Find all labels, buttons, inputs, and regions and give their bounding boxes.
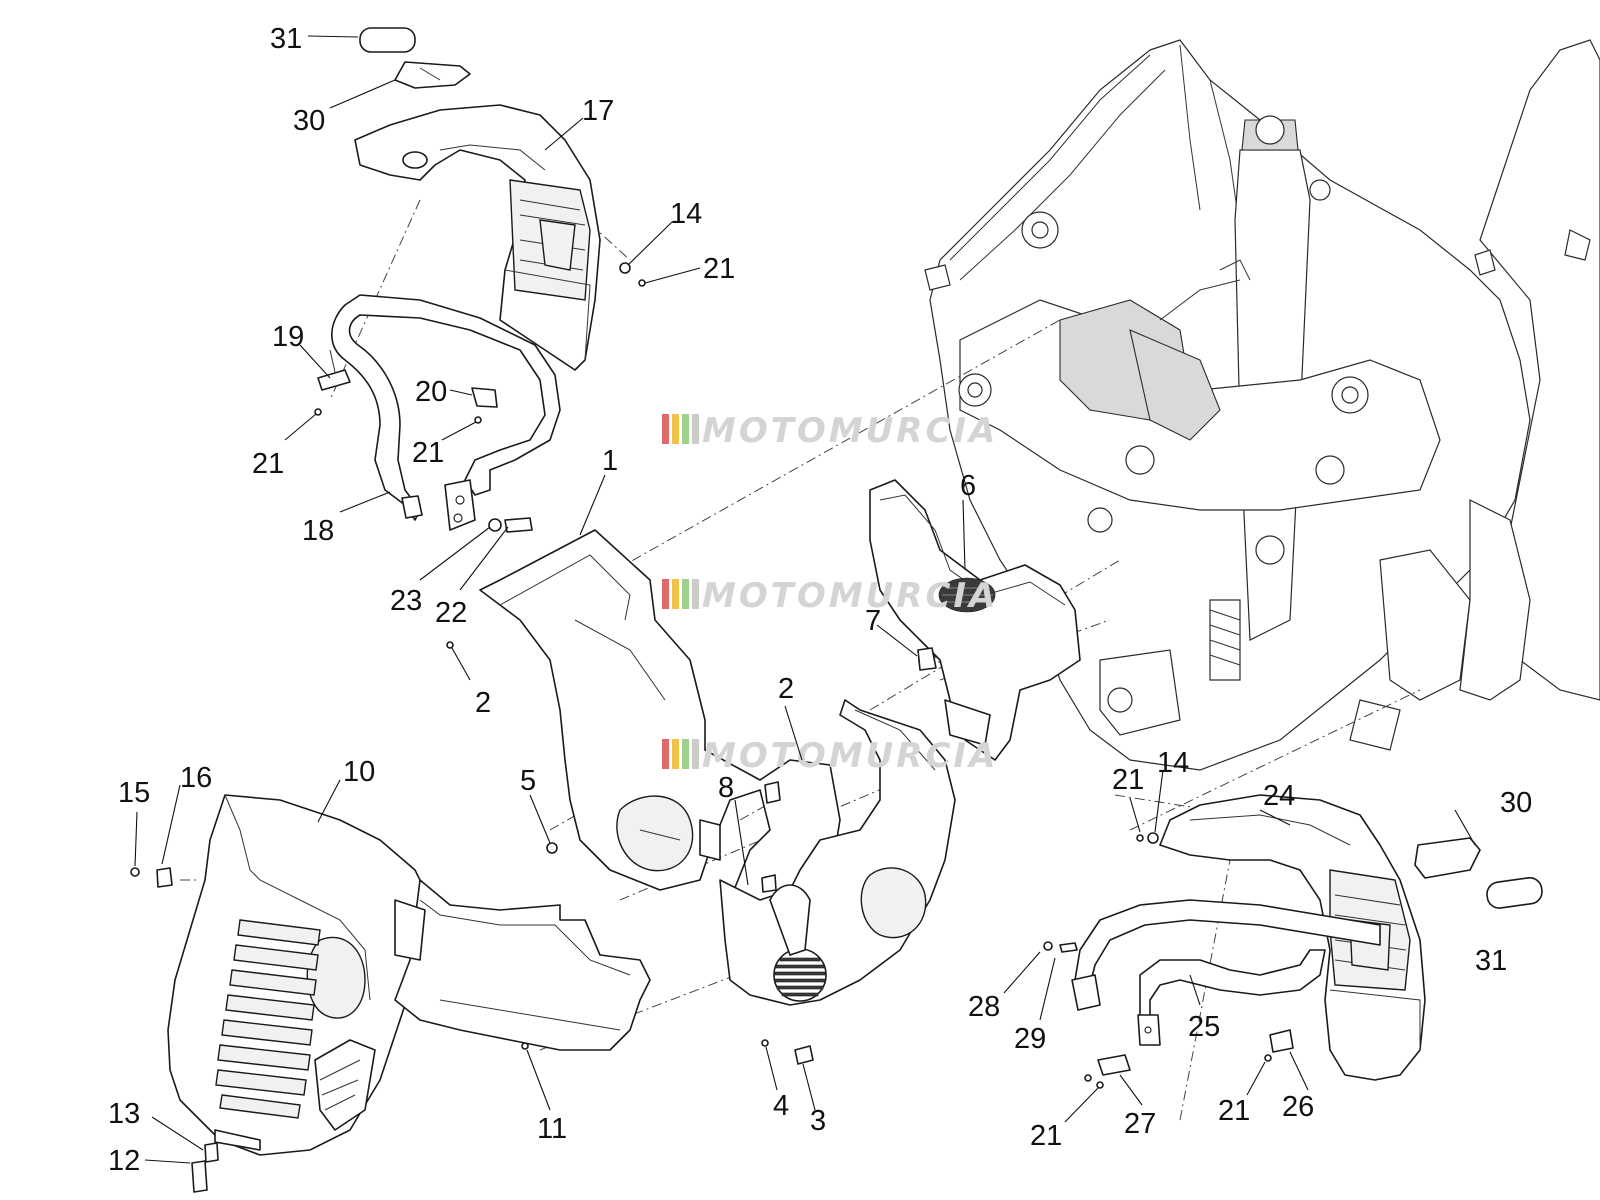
- callout-25: 25: [1188, 1011, 1220, 1043]
- part-31-reflector-right: [1486, 876, 1543, 909]
- watermark-stripe-grey: [692, 414, 699, 444]
- part-2-lower-cover: [719, 699, 956, 1006]
- callout-12: 12: [108, 1145, 140, 1177]
- watermark-middle: MOTOMURCIA: [662, 576, 998, 616]
- part-30-reflector-holder-left: [394, 61, 471, 89]
- callout-4: 4: [773, 1090, 789, 1122]
- callout-30: 30: [1500, 787, 1532, 819]
- watermark-stripe-grey: [692, 739, 699, 769]
- part-19-clip: [317, 349, 351, 391]
- callout-14: 14: [1157, 747, 1189, 779]
- part-2-vent-grille: [773, 948, 827, 1002]
- callout-16: 16: [180, 762, 212, 794]
- callout-21: 21: [1112, 764, 1144, 796]
- part-18-mudguard-bracket-left: [331, 294, 561, 531]
- part-10-front-lower-cover: [167, 794, 651, 1156]
- part-30-reflector-holder-right: [1414, 837, 1481, 879]
- callout-2: 2: [778, 673, 794, 705]
- callout-23: 23: [390, 585, 422, 617]
- callout-15: 15: [118, 777, 150, 809]
- callout-31: 31: [270, 23, 302, 55]
- callout-21: 21: [1030, 1120, 1062, 1152]
- part-17-front-mudguard-left: [354, 104, 601, 371]
- callout-19: 19: [272, 321, 304, 353]
- watermark-top: MOTOMURCIA: [662, 411, 998, 451]
- part-6-vent-grille: [938, 577, 996, 613]
- callout-13: 13: [108, 1098, 140, 1130]
- callout-11: 11: [537, 1113, 567, 1145]
- part-6-inner-cover: [869, 479, 1081, 761]
- watermark-stripe-yellow: [672, 579, 679, 609]
- callout-22: 22: [435, 597, 467, 629]
- part-26-clip: [1269, 1029, 1294, 1053]
- callout-24: 24: [1263, 780, 1295, 812]
- part-8-clip: [761, 781, 781, 893]
- callout-31: 31: [1475, 945, 1507, 977]
- callout-27: 27: [1124, 1108, 1156, 1140]
- callout-26: 26: [1282, 1091, 1314, 1123]
- callout-21: 21: [252, 448, 284, 480]
- part-20-clip: [471, 387, 498, 408]
- part-25-mudguard-bracket-right: [1071, 899, 1381, 1046]
- watermark-text: MOTOMURCIA: [702, 411, 998, 451]
- callout-3: 3: [810, 1105, 826, 1137]
- callout-30: 30: [293, 105, 325, 137]
- callout-1: 1: [602, 445, 618, 477]
- watermark-text: MOTOMURCIA: [702, 736, 998, 776]
- watermark-stripe-green: [682, 739, 689, 769]
- part-27-clip: [1097, 1054, 1131, 1076]
- part-7-screw: [917, 647, 937, 671]
- callout-18: 18: [302, 515, 334, 547]
- callout-17: 17: [582, 95, 614, 127]
- watermark-stripe-green: [682, 579, 689, 609]
- watermark-text: MOTOMURCIA: [702, 576, 998, 616]
- callout-21: 21: [412, 437, 444, 469]
- callout-7: 7: [865, 605, 881, 637]
- callout-numbers: 31 30 17 14 21 19 20 21 21 18 1 6 23 22 …: [108, 23, 1532, 1177]
- callout-28: 28: [968, 991, 1000, 1023]
- watermark-bottom: MOTOMURCIA: [662, 736, 998, 776]
- callout-8: 8: [718, 772, 734, 804]
- watermark-stripe-green: [682, 414, 689, 444]
- callout-20: 20: [415, 376, 447, 408]
- callout-29: 29: [1014, 1023, 1046, 1055]
- watermark-stripe-red: [662, 414, 669, 444]
- part-10-grille-slats: [215, 919, 321, 1119]
- fasteners: [130, 262, 1272, 1193]
- watermark-stripe-red: [662, 579, 669, 609]
- callout-14: 14: [670, 198, 702, 230]
- scooter-frame: [924, 39, 1600, 771]
- watermark-stripe-red: [662, 739, 669, 769]
- callout-5: 5: [520, 765, 536, 797]
- callout-6: 6: [960, 470, 976, 502]
- watermark-stripe-yellow: [672, 739, 679, 769]
- callout-21: 21: [703, 253, 735, 285]
- callout-leaders: [134, 35, 1476, 1164]
- watermark-stripe-yellow: [672, 414, 679, 444]
- part-31-reflector-left: [359, 27, 416, 53]
- callout-21: 21: [1218, 1095, 1250, 1127]
- callout-2: 2: [475, 687, 491, 719]
- watermark-stripe-grey: [692, 579, 699, 609]
- callout-10: 10: [343, 756, 375, 788]
